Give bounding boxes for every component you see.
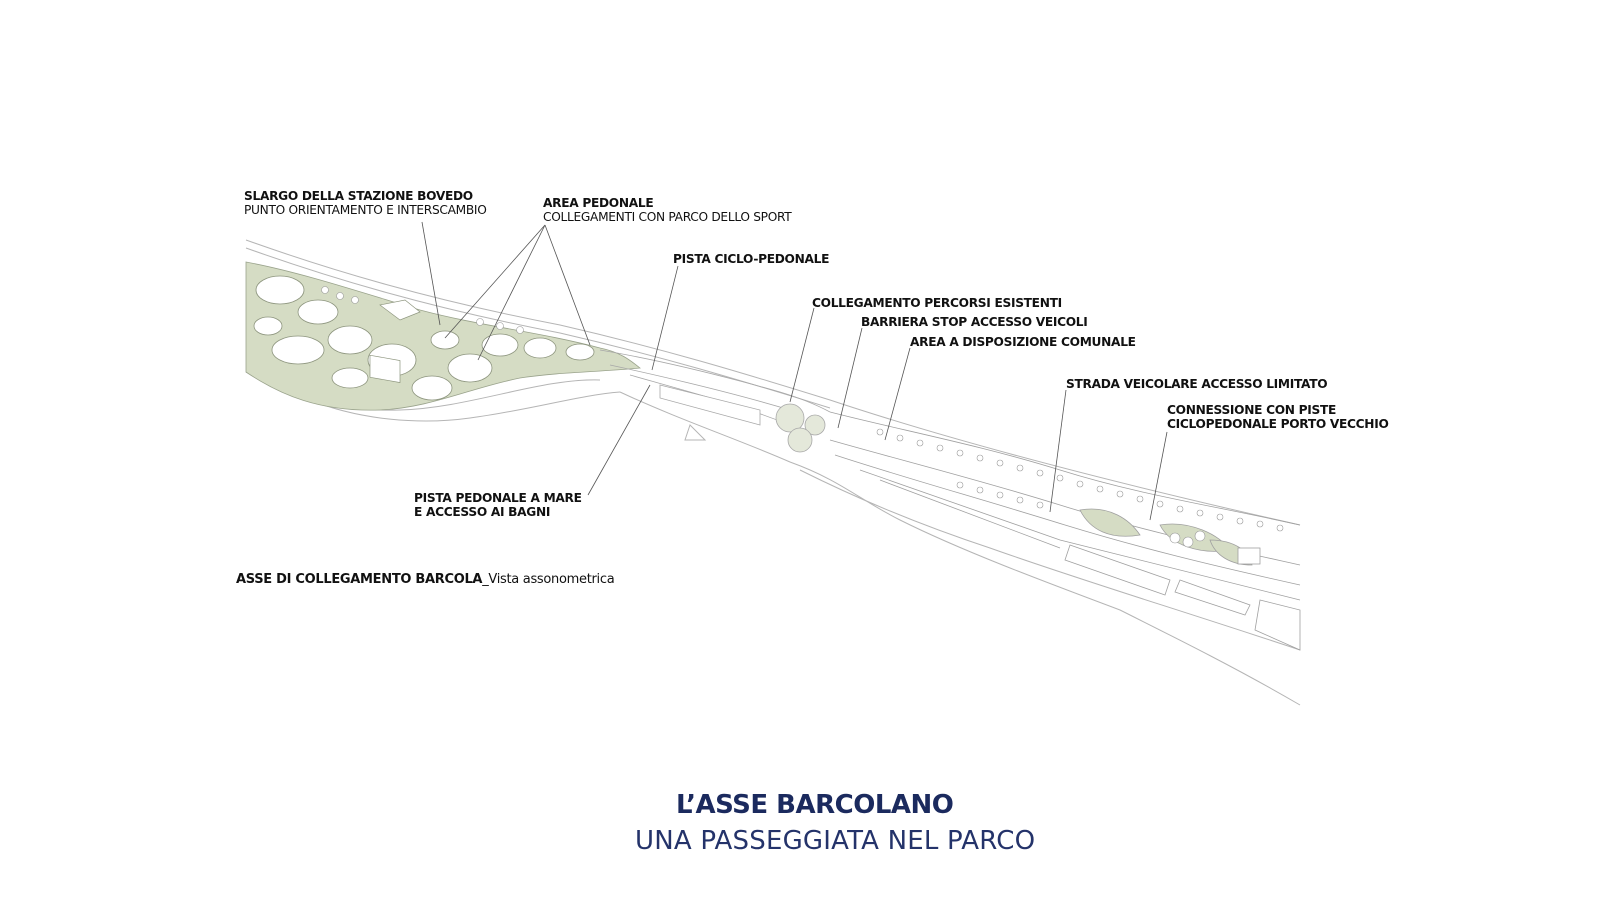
label-slargo-stazione-bovedo: SLARGO DELLA STAZIONE BOVEDO PUNTO ORIEN… (244, 189, 487, 217)
label-area-pedonale-subtitle: COLLEGAMENTI CON PARCO DELLO SPORT (543, 210, 792, 224)
label-mare-line2: E ACCESSO AI BAGNI (414, 505, 551, 519)
leader-lines (421, 221, 1168, 521)
label-area-comunale: AREA A DISPOSIZIONE COMUNALE (910, 335, 1136, 349)
page-title: L’ASSE BARCOLANO (676, 790, 954, 820)
diagram-caption: ASSE DI COLLEGAMENTO BARCOLA_Vista asson… (236, 572, 615, 587)
label-pista-pedonale-mare: PISTA PEDONALE A MARE E ACCESSO AI BAGNI (414, 491, 582, 519)
label-barriera-title: BARRIERA STOP ACCESSO VEICOLI (861, 315, 1088, 329)
caption-bold: ASSE DI COLLEGAMENTO BARCOLA (236, 572, 483, 587)
label-strada-veicolare: STRADA VEICOLARE ACCESSO LIMITATO (1066, 377, 1328, 391)
label-pista-ciclo-pedonale-title: PISTA CICLO-PEDONALE (673, 252, 830, 266)
label-collegamento-title: COLLEGAMENTO PERCORSI ESISTENTI (812, 296, 1062, 310)
label-mare-line1: PISTA PEDONALE A MARE (414, 491, 582, 505)
promenade (599, 349, 831, 453)
label-slargo-subtitle: PUNTO ORIENTAMENTO E INTERSCAMBIO (244, 203, 487, 217)
label-connessione-line1: CONNESSIONE CON PISTE (1167, 403, 1337, 417)
label-connessione-piste: CONNESSIONE CON PISTE CICLOPEDONALE PORT… (1167, 403, 1389, 431)
label-pista-ciclo-pedonale: PISTA CICLO-PEDONALE (673, 252, 829, 266)
label-collegamento-percorsi: COLLEGAMENTO PERCORSI ESISTENTI (812, 296, 1062, 310)
label-area-pedonale-title: AREA PEDONALE (543, 196, 654, 210)
label-strada-title: STRADA VEICOLARE ACCESSO LIMITATO (1066, 377, 1328, 391)
page-subtitle: UNA PASSEGGIATA NEL PARCO (635, 826, 1036, 856)
trees (321, 286, 1284, 548)
park-area (245, 261, 642, 411)
label-slargo-title: SLARGO DELLA STAZIONE BOVEDO (244, 189, 473, 203)
caption-regular: _Vista assonometrica (482, 572, 615, 587)
label-area-pedonale: AREA PEDONALE COLLEGAMENTI CON PARCO DEL… (543, 196, 792, 224)
label-area-comunale-title: AREA A DISPOSIZIONE COMUNALE (910, 335, 1136, 349)
label-connessione-line2: CICLOPEDONALE PORTO VECCHIO (1167, 417, 1389, 431)
road-area (829, 411, 1301, 651)
label-barriera-stop: BARRIERA STOP ACCESSO VEICOLI (861, 315, 1088, 329)
